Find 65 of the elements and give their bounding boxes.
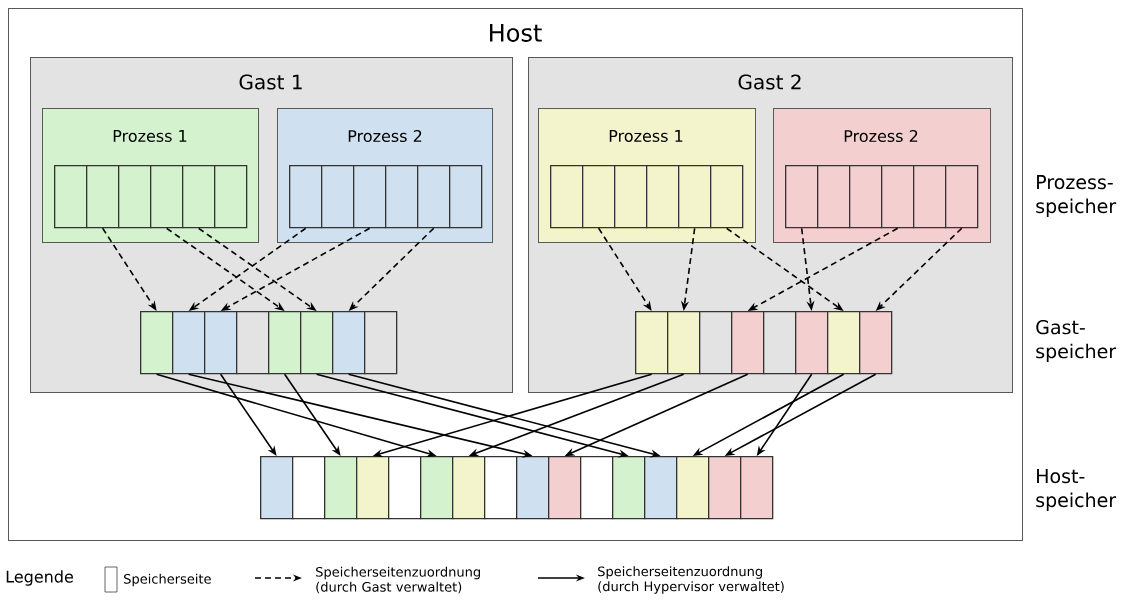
memory-page xyxy=(353,165,387,229)
row-label: Prozess- speicher xyxy=(1036,175,1117,217)
memory-page xyxy=(785,165,819,229)
memory-page xyxy=(710,165,744,229)
memory-page xyxy=(214,165,248,229)
memory-page xyxy=(612,456,646,520)
memory-page xyxy=(859,311,893,375)
memory-page xyxy=(484,456,518,520)
memory-page xyxy=(881,165,915,229)
memory-page xyxy=(417,165,451,229)
legend-title: Legende xyxy=(6,570,73,586)
memory-page xyxy=(452,456,486,520)
memory-page xyxy=(204,311,238,375)
memory-page xyxy=(388,456,422,520)
memory-page xyxy=(644,456,678,520)
arrow xyxy=(219,373,277,456)
memory-page xyxy=(236,311,270,375)
memory-page xyxy=(364,311,398,375)
arrow xyxy=(283,373,341,456)
memory-page xyxy=(849,165,883,229)
memory-page xyxy=(260,456,294,520)
memory-page xyxy=(667,311,701,375)
memory-page xyxy=(708,456,742,520)
memory-page xyxy=(292,456,326,520)
row-label: Gast- speicher xyxy=(1036,320,1117,363)
memory-page xyxy=(516,456,550,520)
memory-page xyxy=(356,456,390,520)
memory-page xyxy=(678,165,712,229)
memory-page xyxy=(763,311,797,375)
memory-page xyxy=(699,311,733,375)
memory-page xyxy=(731,311,765,375)
memory-page xyxy=(118,165,152,229)
legend-text: Speicherseitenzuordnung (durch Gast verwaltet) xyxy=(316,566,480,594)
memory-page xyxy=(449,165,483,229)
memory-page xyxy=(150,165,184,229)
memory-page xyxy=(817,165,851,229)
memory-page xyxy=(827,311,861,375)
memory-page xyxy=(321,165,355,229)
memory-page xyxy=(913,165,947,229)
memory-page xyxy=(86,165,120,229)
memory-page xyxy=(795,311,829,375)
legend-text: Speicherseitenzuordnung (durch Hypervisor verwaltet) xyxy=(598,566,784,594)
row-label: Host- speicher xyxy=(1036,469,1117,511)
memory-page xyxy=(332,311,366,375)
memory-page xyxy=(289,165,323,229)
memory-page xyxy=(646,165,680,229)
memory-page xyxy=(548,456,582,520)
memory-page xyxy=(635,311,669,375)
memory-page xyxy=(550,165,584,229)
legend-text: Speicherseite xyxy=(124,573,211,587)
memory-page xyxy=(182,165,216,229)
memory-page xyxy=(582,165,616,229)
memory-page xyxy=(54,165,88,229)
memory-page xyxy=(385,165,419,229)
memory-page xyxy=(614,165,648,229)
memory-page xyxy=(945,165,979,229)
memory-page xyxy=(420,456,454,520)
memory-page xyxy=(324,456,358,520)
memory-page xyxy=(140,311,174,375)
memory-page xyxy=(740,456,774,520)
memory-page xyxy=(172,311,206,375)
memory-page xyxy=(676,456,710,520)
memory-page xyxy=(300,311,334,375)
memory-page xyxy=(580,456,614,520)
memory-page xyxy=(268,311,302,375)
